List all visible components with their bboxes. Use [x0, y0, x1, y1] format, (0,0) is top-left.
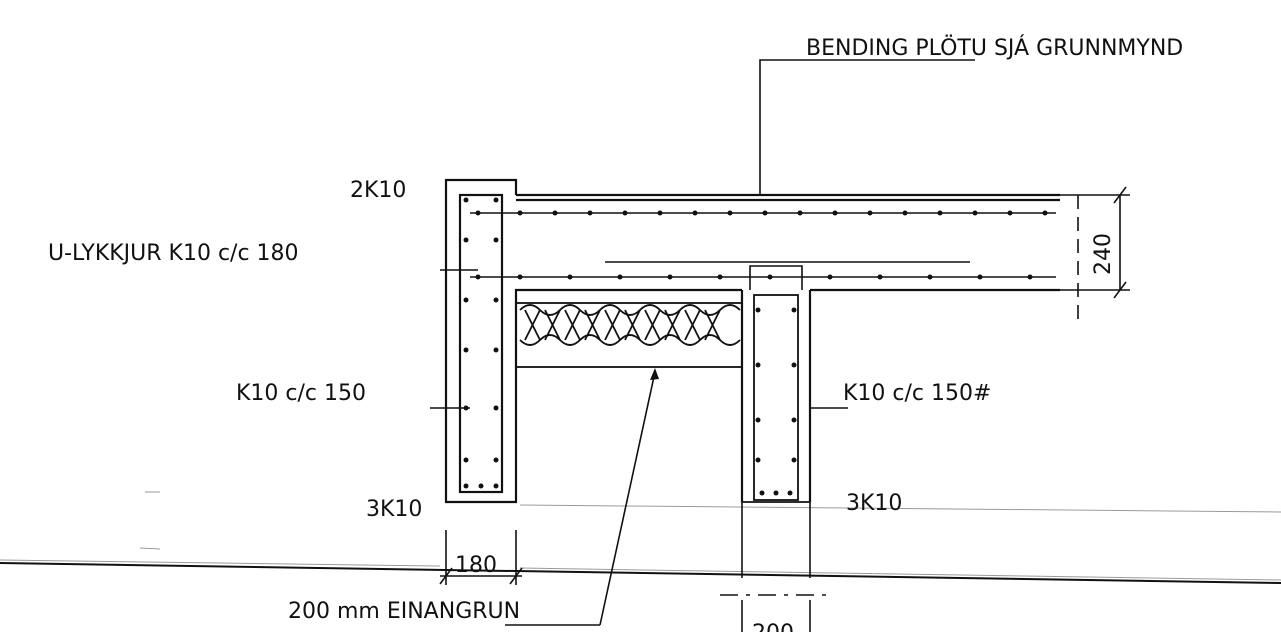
left-width-label: 180 — [455, 553, 497, 578]
plate-bending-label: BENDING PLÖTU SJÁ GRUNNMYND — [806, 35, 1183, 61]
slab-thickness-label: 240 — [1091, 233, 1116, 275]
insulation-label: 200 mm EINANGRUN — [288, 599, 520, 624]
slab-rebar — [470, 212, 1056, 290]
left-bottom-bar-label: 3K10 — [366, 497, 422, 522]
left-width-dimension — [439, 530, 523, 585]
background-guide-lines — [0, 491, 1281, 581]
u-loops-label: U-LYKKJUR K10 c/c 180 — [48, 241, 299, 266]
leader-lines — [430, 59, 975, 626]
right-wall-rebar-dots — [755, 307, 797, 496]
left-wall — [444, 178, 742, 504]
top-bar-label: 2K10 — [350, 178, 406, 203]
left-wall-rebar-dots — [463, 197, 499, 489]
right-width-label: 200 — [752, 621, 794, 632]
slab — [516, 198, 1060, 502]
right-bottom-bar-label: 3K10 — [846, 491, 902, 516]
right-stirrups-label: K10 c/c 150# — [843, 381, 991, 406]
right-wall — [742, 294, 810, 503]
left-stirrups-label: K10 c/c 150 — [236, 381, 366, 406]
ground-line — [0, 562, 1281, 584]
slab-rebar-dots — [475, 210, 1048, 280]
right-width-dimension — [720, 502, 830, 632]
insulation-arrowhead — [650, 368, 659, 380]
slab-thickness-dimension — [1060, 186, 1130, 320]
insulation-block — [515, 302, 743, 368]
